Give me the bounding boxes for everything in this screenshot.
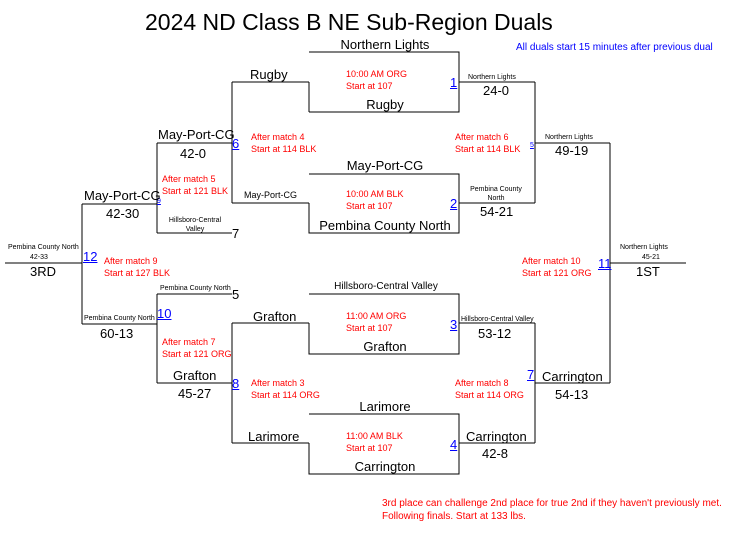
footer-line2: Following finals. Start at 133 lbs. bbox=[382, 511, 526, 522]
match4-start: Start at 107 bbox=[346, 443, 393, 453]
match6-score: 42-0 bbox=[180, 146, 207, 161]
match9-score: 42-30 bbox=[106, 206, 140, 221]
match4-number[interactable]: 4 bbox=[450, 437, 458, 452]
match3-start: Start at 107 bbox=[346, 323, 393, 333]
match2-bottom-team: Pembina County North bbox=[319, 218, 451, 233]
match8-score: 45-27 bbox=[178, 386, 212, 401]
match6-start: Start at 114 BLK bbox=[251, 144, 317, 154]
match2-score: 54-21 bbox=[480, 204, 514, 219]
match2-start: Start at 107 bbox=[346, 201, 393, 211]
grafton-label: Grafton bbox=[253, 309, 297, 324]
match8-winner: Grafton bbox=[173, 368, 217, 383]
match11-number[interactable]: 11 bbox=[598, 256, 612, 271]
match9-start: Start at 121 BLK bbox=[162, 186, 229, 196]
match3-top-team: Hillsboro-Central Valley bbox=[334, 281, 438, 292]
match1-number[interactable]: 1 bbox=[450, 75, 458, 90]
match9-number[interactable]: 9 bbox=[157, 198, 161, 205]
match11-winner: Northern Lights bbox=[620, 244, 668, 251]
match4-score: 42-8 bbox=[482, 446, 509, 461]
match3-score: 53-12 bbox=[478, 326, 512, 341]
match1-winner: Northern Lights bbox=[468, 74, 516, 81]
match8-number[interactable]: 8 bbox=[232, 376, 240, 391]
match7-start: Start at 121 ORG bbox=[162, 349, 232, 359]
match5-start: Start at 114 BLK bbox=[455, 144, 521, 154]
match2-time: 10:00 AM BLK bbox=[346, 189, 404, 199]
match7-score: 54-13 bbox=[555, 387, 589, 402]
match5-after: After match 6 bbox=[455, 132, 509, 142]
match11-place: 1ST bbox=[636, 264, 660, 279]
match3-bottom-team: Grafton bbox=[363, 339, 407, 354]
match12-number[interactable]: 12 bbox=[83, 249, 98, 264]
match7r-start: Start at 114 ORG bbox=[455, 390, 524, 400]
match4-time: 11:00 AM BLK bbox=[346, 431, 403, 441]
match6-winner: May-Port-CG bbox=[158, 127, 235, 142]
match4-bottom-team: Carrington bbox=[354, 459, 416, 474]
footer-line1: 3rd place can challenge 2nd place for tr… bbox=[382, 498, 722, 509]
may-port-label: May-Port-CG bbox=[244, 190, 298, 200]
match6-number[interactable]: 6 bbox=[232, 136, 240, 151]
match1-bottom-team: Rugby bbox=[366, 97, 404, 112]
match11-score: 45-21 bbox=[642, 254, 660, 261]
match5-score: 49-19 bbox=[555, 143, 589, 158]
match7-after: After match 7 bbox=[162, 337, 216, 347]
match9-place: 7 bbox=[232, 226, 240, 241]
match12-score: 42-33 bbox=[30, 254, 48, 261]
match9-winner: May-Port-CG bbox=[84, 188, 161, 203]
match7r-after: After match 8 bbox=[455, 378, 509, 388]
rugby-label: Rugby bbox=[250, 67, 288, 82]
match10-number[interactable]: 10 bbox=[157, 306, 172, 321]
match3-number[interactable]: 3 bbox=[450, 317, 458, 332]
match5-number[interactable]: 5 bbox=[530, 142, 534, 149]
match6-after: After match 4 bbox=[251, 132, 305, 142]
match12-place: 3RD bbox=[30, 264, 57, 279]
match1-score: 24-0 bbox=[483, 83, 510, 98]
match10-top-team: Pembina County North bbox=[160, 285, 231, 292]
match3-winner: Hillsboro-Central Valley bbox=[461, 316, 534, 323]
larimore-label: Larimore bbox=[248, 429, 300, 444]
match10-winner: Pembina County North bbox=[84, 315, 155, 322]
match5-winner: Northern Lights bbox=[545, 134, 593, 141]
match9-bottom-team: Hillsboro-Central Valley bbox=[168, 217, 222, 233]
schedule-note: All duals start 15 minutes after previou… bbox=[516, 42, 713, 53]
match4-winner: Carrington bbox=[466, 429, 527, 444]
match10-place-top: 5 bbox=[232, 287, 240, 302]
match2-top-team: May-Port-CG bbox=[346, 158, 424, 173]
match7-winner: Carrington bbox=[542, 369, 603, 384]
match7-number[interactable]: 7 bbox=[527, 367, 535, 382]
match9-after: After match 5 bbox=[162, 174, 216, 184]
match2-number[interactable]: 2 bbox=[450, 196, 458, 211]
page-title: 2024 ND Class B NE Sub-Region Duals bbox=[145, 9, 553, 35]
match11-start: Start at 121 ORG bbox=[522, 268, 592, 278]
match4-top-team: Larimore bbox=[359, 399, 411, 414]
match12-start: Start at 127 BLK bbox=[104, 268, 171, 278]
match12-after: After match 9 bbox=[104, 256, 158, 266]
match2-winner: Pembina County North bbox=[470, 186, 522, 202]
match3-time: 11:00 AM ORG bbox=[346, 311, 407, 321]
match10-score: 60-13 bbox=[100, 326, 134, 341]
match1-start: Start at 107 bbox=[346, 81, 393, 91]
match8-start: Start at 114 ORG bbox=[251, 390, 320, 400]
match1-top-team: Northern Lights bbox=[340, 37, 430, 52]
match8-after: After match 3 bbox=[251, 378, 305, 388]
match12-winner: Pembina County North bbox=[8, 244, 79, 251]
match1-time: 10:00 AM ORG bbox=[346, 69, 408, 79]
match11-after: After match 10 bbox=[522, 256, 581, 266]
